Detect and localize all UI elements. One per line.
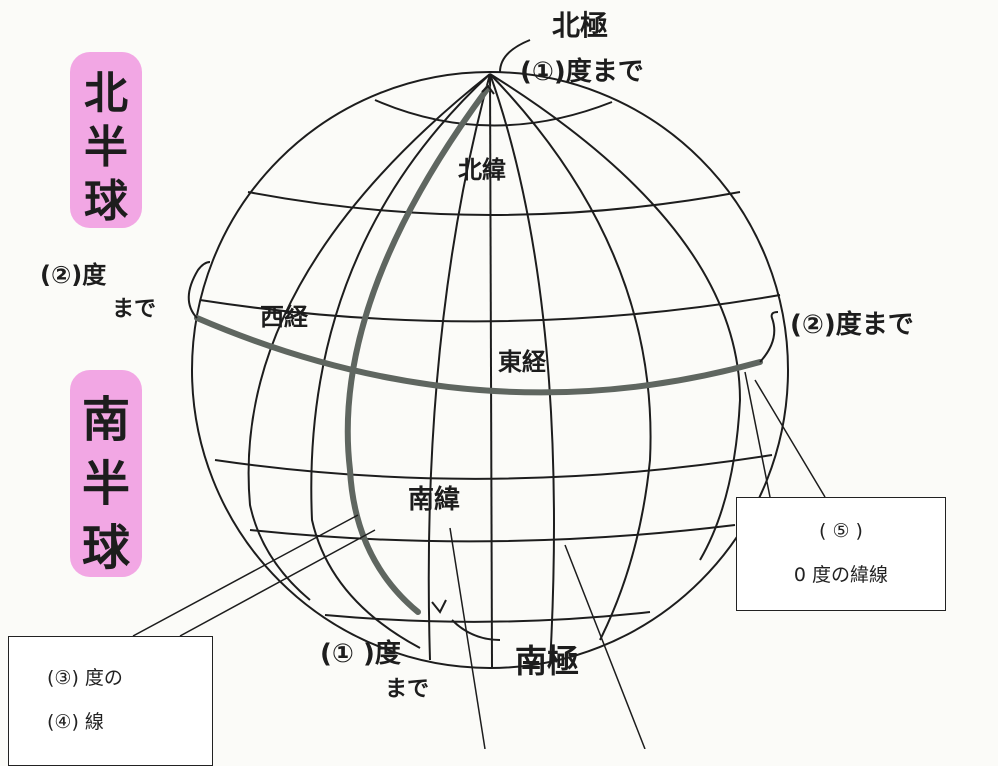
latitude-line <box>374 99 613 127</box>
prime-meridian-line <box>344 85 491 615</box>
north-pole-label: 北極 <box>552 9 608 42</box>
meridian-line <box>489 73 652 641</box>
north-hemisphere-highlight <box>70 52 142 228</box>
callout-pointers <box>132 371 826 749</box>
north-pole-arrow <box>499 39 531 73</box>
globe-outline <box>191 71 789 669</box>
meridian-pointer <box>564 544 646 749</box>
arrows <box>187 39 779 641</box>
meridian-line <box>247 73 491 601</box>
equator-callout-line1: ( ⑤ ) <box>819 520 863 542</box>
north-arrowhead <box>481 84 495 95</box>
south-pole-degrees-label: (① )度 <box>320 638 401 669</box>
equator-callout-pointer <box>744 371 826 498</box>
north-pole-degrees-label: (①)度まで <box>520 56 644 87</box>
south-pole-label: 南極 <box>515 642 579 680</box>
south-arrowhead <box>431 599 447 614</box>
south-pole-arrow <box>451 619 501 641</box>
latitude-line <box>324 611 651 623</box>
south-latitude-label: 南緯 <box>408 485 460 515</box>
globe-diagram: 北極 (①)度まで 北緯 西経 東経 南緯 (① )度 まで 南極 (②)度 ま… <box>40 9 914 749</box>
meridian-line <box>489 73 493 669</box>
north-hemisphere-char-2: 半 <box>84 122 128 173</box>
south-latitude-pointer <box>449 527 486 749</box>
south-pole-degrees-until: まで <box>385 677 429 702</box>
north-hemisphere-char-1: 北 <box>84 68 128 119</box>
meridian-callout-line1: (③) 度の <box>47 667 123 689</box>
west-degrees-until: まで <box>112 297 156 322</box>
east-longitude-label: 東経 <box>498 348 547 376</box>
meridian-line <box>489 73 742 561</box>
south-hemisphere-char-2: 半 <box>82 456 130 512</box>
meridian-line <box>310 73 491 649</box>
latitude-line <box>247 191 741 216</box>
meridian-callout-box: (③) 度の (④) 線 <box>8 636 213 766</box>
highlighted-lines <box>194 85 763 615</box>
south-hemisphere-char-3: 球 <box>82 520 131 576</box>
north-latitude-label: 北緯 <box>458 156 506 184</box>
west-degrees-label: (②)度 <box>40 261 107 289</box>
latitude-line <box>214 454 773 480</box>
equator-callout-box: ( ⑤ ) 0 度の緯線 <box>736 497 946 611</box>
west-longitude-label: 西経 <box>260 303 309 331</box>
south-hemisphere-highlight <box>70 370 142 577</box>
meridian-line <box>489 73 555 666</box>
meridian-callout-line2: (④) 線 <box>47 711 104 733</box>
equator-callout-line2: 0 度の緯線 <box>793 564 889 586</box>
east-arrow <box>759 311 779 363</box>
meridian-line <box>427 73 491 661</box>
meridian-callout-pointer <box>132 514 376 637</box>
west-arrow <box>187 261 211 319</box>
north-hemisphere-char-3: 球 <box>84 176 129 227</box>
globe <box>191 71 789 669</box>
equator-line <box>194 315 763 396</box>
east-degrees-label: (②)度まで <box>790 309 914 340</box>
south-hemisphere-char-1: 南 <box>82 392 130 448</box>
